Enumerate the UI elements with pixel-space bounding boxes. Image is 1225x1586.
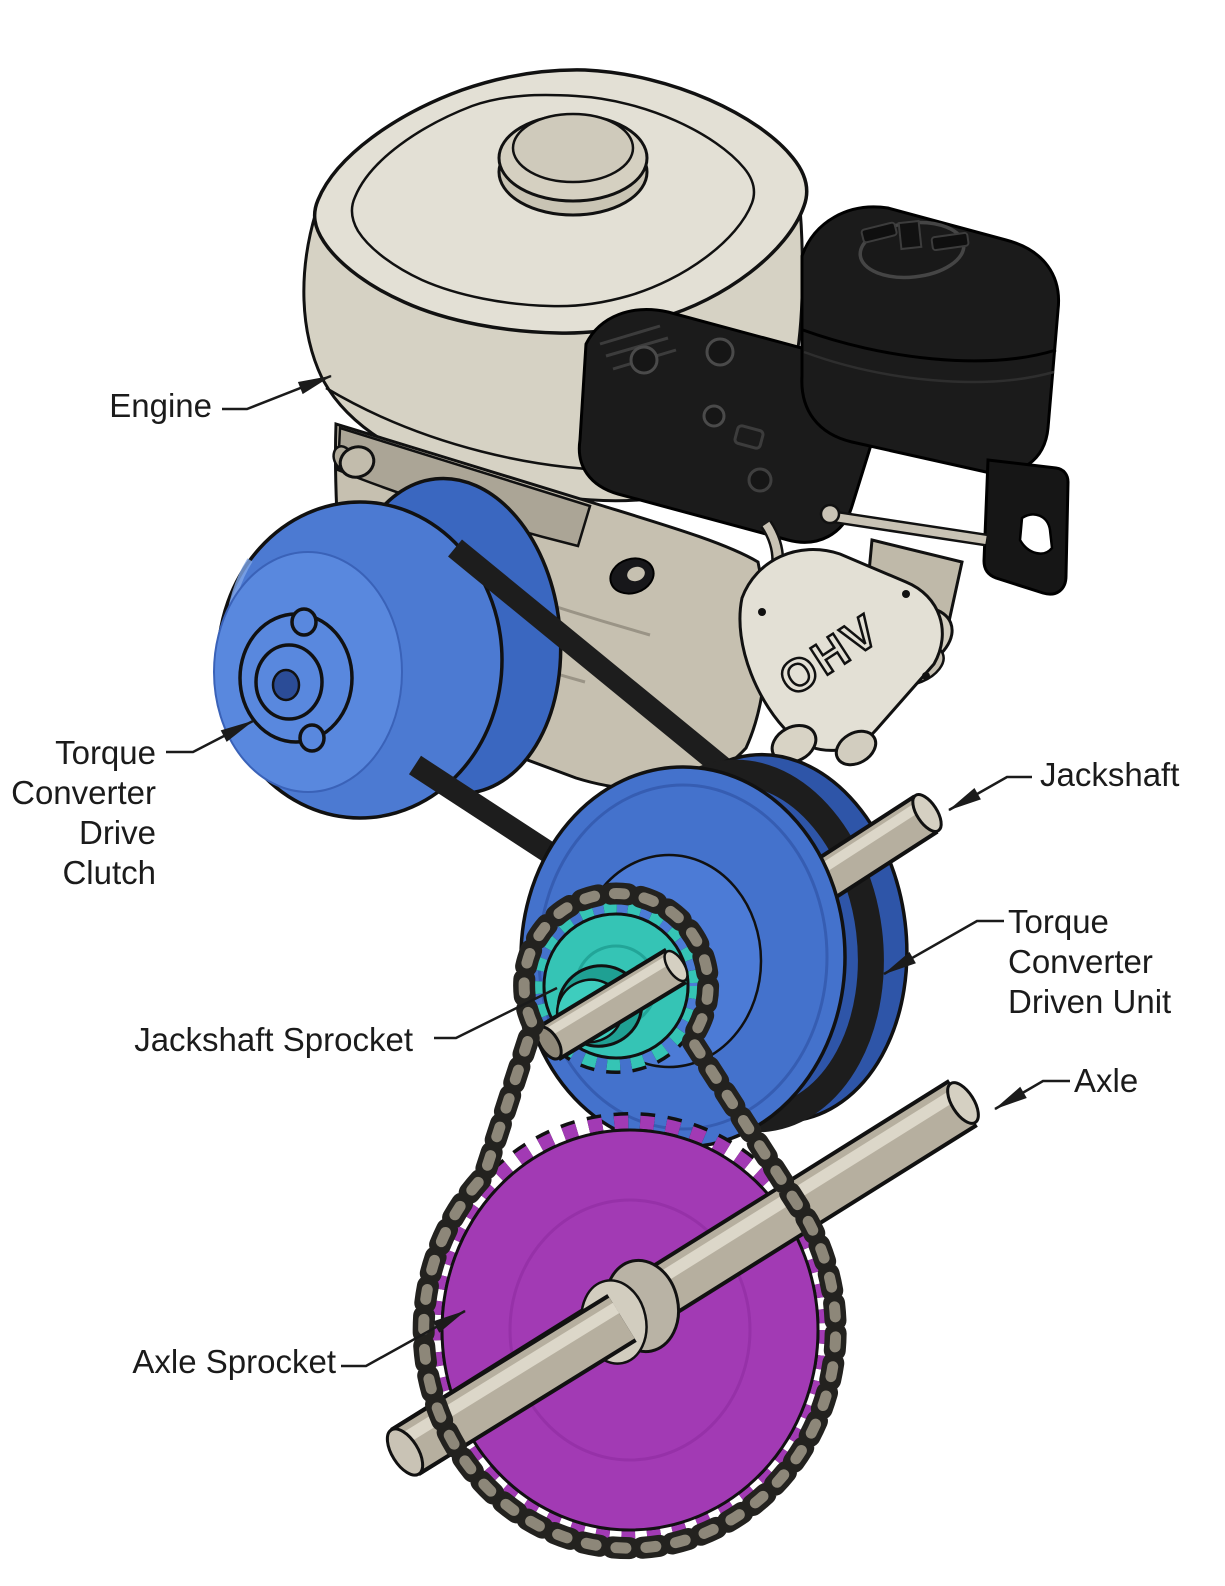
leader-drive-clutch <box>166 719 254 754</box>
label-line: Driven Unit <box>1008 983 1172 1020</box>
label-jackshaft-sprocket: Jackshaft Sprocket <box>134 1021 413 1058</box>
fuel-tank-inset-line <box>350 93 756 308</box>
jackshaft-end-cap <box>911 793 943 833</box>
leader-jackshaft <box>948 775 1032 812</box>
jackshaft-left-segment <box>535 948 689 1061</box>
drive-clutch-bolt-hole <box>290 607 318 637</box>
shaft-highlight <box>541 954 674 1039</box>
leader-jackshaft-sprocket <box>434 986 558 1040</box>
valve-cover-ridge <box>599 324 661 346</box>
leader-engine <box>222 374 332 411</box>
crankcase-bolt <box>332 445 376 479</box>
label-line: Clutch <box>62 854 156 891</box>
port-center <box>627 566 645 582</box>
label-axle-sprocket: Axle Sprocket <box>132 1343 336 1380</box>
air-box-rim-lower <box>803 350 1055 384</box>
leader-driven-unit <box>883 919 1004 976</box>
chain-illustration <box>412 882 847 1560</box>
label-axle: Axle <box>1074 1062 1139 1099</box>
axle-sprocket-shading <box>508 1198 752 1462</box>
jackshaft-sprocket-teeth <box>529 901 703 1071</box>
valve-cover-bolt <box>705 337 735 367</box>
valve-cover-bolt <box>629 345 659 375</box>
drive-clutch-bore <box>271 668 301 702</box>
drive-clutch-bolt-hole <box>298 723 326 753</box>
ohv-bolt-dot <box>758 608 766 616</box>
gas-cap <box>497 112 649 217</box>
mount-bracket <box>982 458 1070 596</box>
axle-left-cap <box>385 1427 425 1477</box>
ohv-cover-body <box>738 548 944 752</box>
pipe <box>827 512 987 544</box>
leader-lines <box>166 374 1070 1368</box>
shaft-body <box>540 951 685 1058</box>
ohv-bolt-dot <box>922 672 930 680</box>
pipe-joint <box>819 503 841 525</box>
jackshaft-sprocket-illustration <box>526 898 706 1074</box>
ohv-boss <box>834 729 878 767</box>
gas-cap-top <box>511 112 635 184</box>
air-filter-box <box>800 205 1061 475</box>
carb-port <box>609 557 655 595</box>
leader-axle-sprocket <box>341 1309 466 1368</box>
wing-nut-wing <box>860 221 898 244</box>
leader-axle <box>994 1079 1070 1111</box>
axle-right-cap <box>946 1081 980 1125</box>
label-torque-converter-driven-unit: Torque Converter Driven Unit <box>1008 902 1171 1022</box>
drive-clutch-illustration <box>213 476 563 820</box>
air-box-rim <box>802 328 1057 363</box>
wing-nut-post <box>897 219 923 251</box>
label-jackshaft: Jackshaft <box>1040 756 1180 793</box>
valve-cover-ridge <box>605 336 669 358</box>
jackshaft-center-cap <box>663 949 689 983</box>
ohv-bolt-dot <box>902 590 910 598</box>
label-line: Torque <box>1008 903 1109 940</box>
valve-cover-plate <box>733 424 765 450</box>
bolt-head <box>338 445 376 479</box>
label-line: Converter <box>11 774 156 811</box>
label-line: Torque <box>55 734 156 771</box>
label-engine: Engine <box>109 387 212 424</box>
bracket-hole <box>1018 513 1054 555</box>
valve-cover-bolt <box>747 467 773 493</box>
chain-links-light <box>418 888 842 1554</box>
ohv-cover: OHV <box>738 548 944 767</box>
valve-cover-bolt <box>702 404 726 428</box>
label-line: Drive <box>78 814 156 851</box>
air-box-body <box>800 205 1061 475</box>
label-line: Converter <box>1008 943 1153 980</box>
belt-upper-run <box>448 539 772 811</box>
label-torque-converter-drive-clutch: Torque Converter Drive Clutch <box>11 733 156 893</box>
wing-nut-wing <box>930 231 970 252</box>
